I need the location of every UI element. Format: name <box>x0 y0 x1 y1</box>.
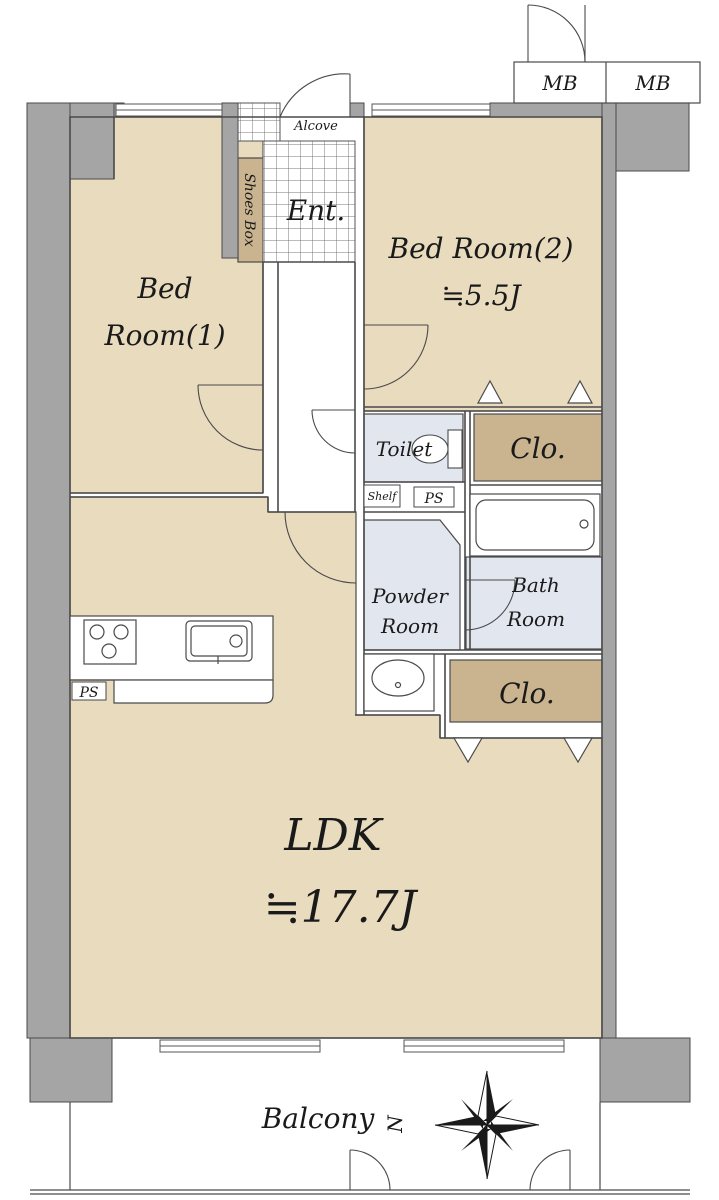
bedroom1-label-line2: Room(1) <box>103 319 225 352</box>
ldk-size: ≒17.7J <box>264 882 419 933</box>
door-powder-room[interactable] <box>284 511 357 584</box>
toilet-label: Toilet <box>376 437 433 461</box>
mb-label-2: MB <box>634 71 670 95</box>
door-balcony-left[interactable] <box>349 1149 391 1191</box>
north-label: N <box>383 1114 407 1134</box>
shelf-label: Shelf <box>368 490 399 503</box>
shoes-box-label: Shoes Box <box>241 173 257 247</box>
structural-walls <box>26 102 691 1103</box>
shoes-box-floor <box>237 157 264 263</box>
shelf-box <box>363 484 401 508</box>
entrance-label: Ent. <box>286 194 346 227</box>
bedroom1-label-line1: Bed <box>136 272 192 305</box>
bathtub-icon <box>469 493 601 557</box>
entrance-tiles <box>262 140 356 263</box>
closet-door-markers <box>452 379 594 764</box>
ldk-label: LDK <box>283 810 383 861</box>
door-bedroom1[interactable] <box>197 384 264 451</box>
meter-box <box>513 61 701 104</box>
doors <box>197 4 586 1191</box>
ps-hall-box <box>413 486 455 508</box>
washbasin-icon <box>363 653 435 712</box>
closet-lower-label: Clo. <box>499 677 555 710</box>
wet-areas <box>363 413 603 723</box>
north-compass-icon <box>434 1070 540 1180</box>
door-balcony-right[interactable] <box>529 1149 571 1191</box>
bathroom-floor <box>465 556 603 650</box>
alcove-label: Alcove <box>293 119 338 134</box>
room-labels: MB MB Alcove Shoes Box Ent. Bed Room(1) … <box>78 71 670 1135</box>
toilet-icon <box>411 429 463 469</box>
closet-lower-floor <box>449 659 603 723</box>
powder-room-label-line1: Powder <box>371 584 449 608</box>
bedroom2-floor <box>363 116 603 412</box>
powder-room-label-line2: Room <box>380 614 439 638</box>
ps-hall-label: PS <box>423 491 443 507</box>
ps-kitchen-label: PS <box>78 685 98 701</box>
door-toilet[interactable] <box>311 409 356 454</box>
bedroom2-size: ≒5.5J <box>441 279 522 312</box>
balcony-label: Balcony <box>261 1102 376 1135</box>
door-mb[interactable] <box>527 4 586 63</box>
windows <box>115 103 565 1053</box>
kitchen-sink-icon <box>185 620 253 664</box>
closet-upper-floor <box>473 413 603 482</box>
door-bedroom2[interactable] <box>363 324 429 390</box>
bedroom2-label: Bed Room(2) <box>388 232 574 265</box>
balcony <box>30 1102 690 1195</box>
mb-label-1: MB <box>541 71 577 95</box>
bathroom-label-line1: Bath <box>511 573 560 597</box>
interior-walls <box>69 116 603 1039</box>
ps-kitchen-box <box>71 681 107 701</box>
closet-upper-label: Clo. <box>510 432 566 465</box>
bathroom-label-line2: Room <box>506 607 565 631</box>
door-alcove[interactable] <box>279 73 351 118</box>
door-bathroom[interactable] <box>464 579 516 631</box>
kitchen-counter <box>70 679 274 704</box>
alcove-tiles <box>237 102 281 142</box>
